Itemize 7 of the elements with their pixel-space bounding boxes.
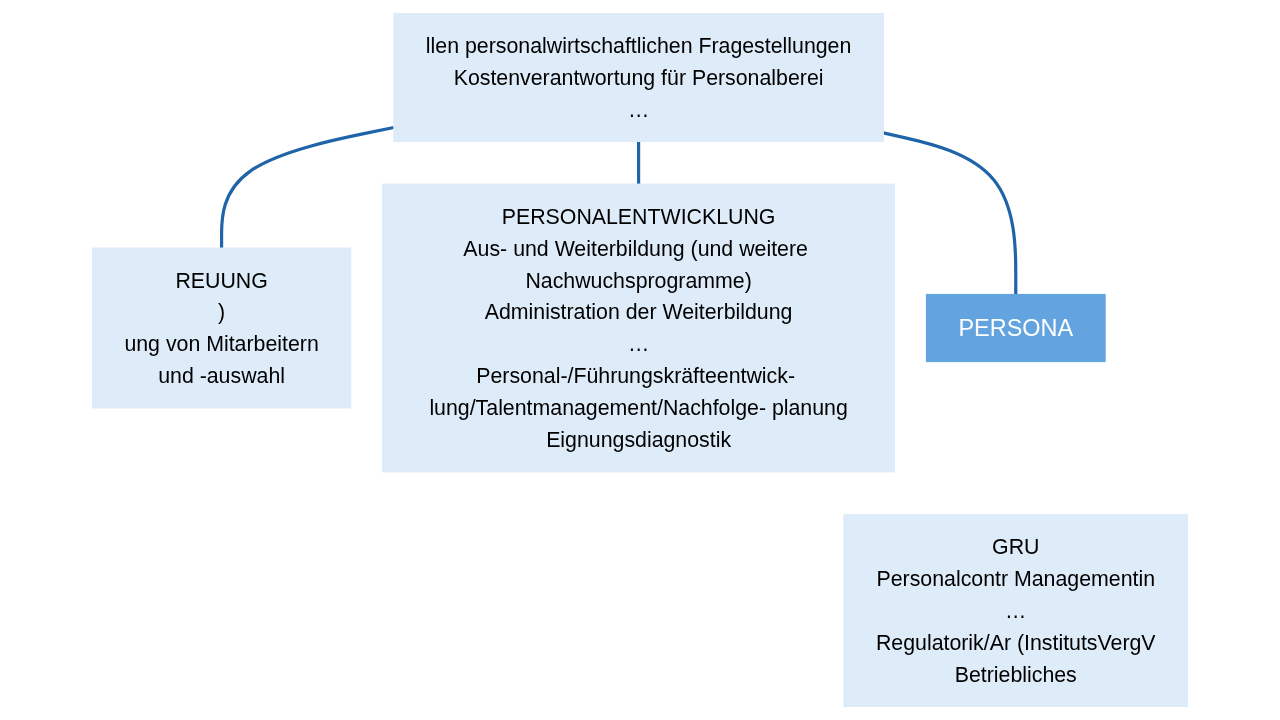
connector [882,131,1018,295]
node-box: llen personalwirtschaftlichen Fragestellungen Kostenverantwortung für Personalberei … [393,13,884,142]
connector [637,141,641,185]
node-box: GRU Personalcontr Managementin … Regulatorik/Ar (InstitutsVergV Betriebliches [843,514,1189,707]
node-box: PERSONALENTWICKLUNG Aus- und Weiterbildung (und weitere Nachwuchsprogramme) Administration der Weiterbildung … Personal-/Führungskräfteentwick- lung/Talentmanagement/Nachfolge- planung Eignungsdiagnostik [382,183,895,473]
node-box: REUUNG ) ung von Mitarbeitern und -auswahl [91,247,352,409]
node-box: PERSONA [925,293,1106,363]
